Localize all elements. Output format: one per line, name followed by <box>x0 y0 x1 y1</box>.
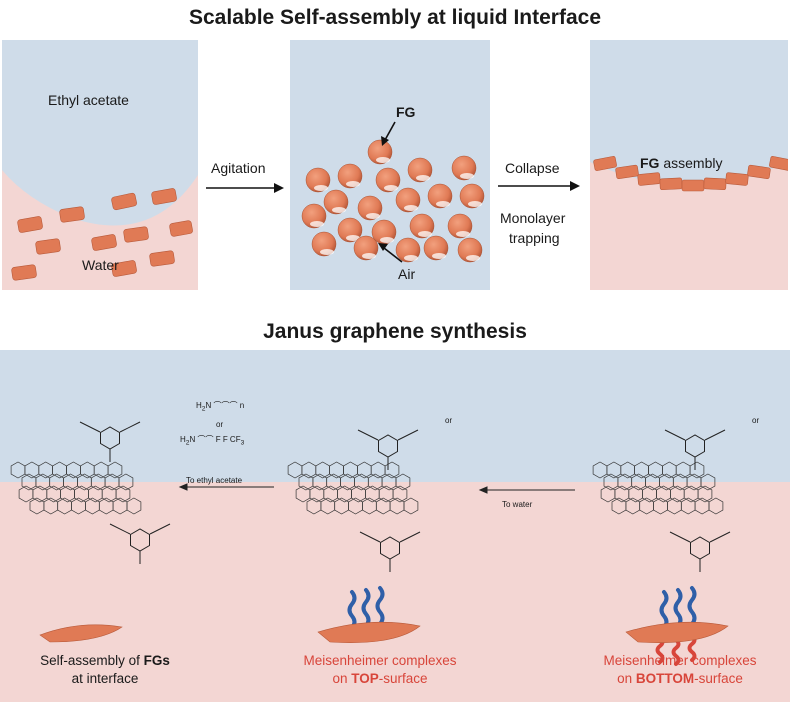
fg-droplet <box>323 189 349 215</box>
nitroaryl-ring <box>359 531 421 572</box>
fg-droplet <box>423 235 449 261</box>
caption3-bold: BOTTOM <box>635 671 695 686</box>
graphene-sheet <box>10 461 142 515</box>
caption3-prefix: on <box>617 671 636 686</box>
blue-chain <box>375 586 385 626</box>
label-assembly: assembly <box>659 155 723 171</box>
label-fg: FG <box>396 104 416 120</box>
or-label-3: or <box>752 416 760 425</box>
label-trapping: trapping <box>509 230 560 246</box>
panel-agitated-droplets: FG Air <box>290 40 490 290</box>
nitroaryl-rings <box>79 421 731 572</box>
caption2-line1: Meisenheimer complexes <box>303 653 457 668</box>
fg-flakes <box>11 188 193 281</box>
fg-droplet <box>395 187 421 213</box>
graphene-sheet <box>592 461 724 515</box>
label-ethyl-acetate: Ethyl acetate <box>48 92 129 108</box>
red-chain <box>671 638 681 666</box>
nitroaryl-ring <box>109 523 171 564</box>
fg-droplet <box>407 157 433 183</box>
fg-droplet <box>301 203 327 229</box>
fg-monolayer-flake <box>659 177 683 191</box>
or-label-2: or <box>445 416 453 425</box>
fg-monolayer-flake <box>703 177 727 191</box>
blue-chain <box>659 590 669 630</box>
blue-chain <box>673 588 683 628</box>
fg-droplet <box>451 155 477 181</box>
fg-droplet <box>337 217 363 243</box>
fg-droplet <box>371 219 397 245</box>
fg-monolayer-flake <box>747 164 771 179</box>
caption1-line2: at interface <box>71 671 139 686</box>
fg-droplet <box>395 237 421 263</box>
nitroaryl-ring <box>357 429 419 470</box>
or-label-1: or <box>216 420 224 429</box>
fg-droplet <box>427 183 453 209</box>
synthesis-panel: H2N ⌒⌒⌒ n or H2N ⌒⌒ F F CF3 To ethyl ace… <box>0 350 790 702</box>
fg-droplet <box>311 231 337 257</box>
fg-droplet <box>459 183 485 209</box>
top-section-title: Scalable Self-assembly at liquid Interfa… <box>189 6 601 29</box>
single-flake <box>39 624 123 643</box>
label-to-water: To water <box>502 500 533 509</box>
nitroaryl-ring <box>664 429 726 470</box>
caption1-bold: FGs <box>143 653 170 668</box>
panel3-graphic <box>590 40 788 192</box>
fg-monolayer-flake <box>681 179 705 192</box>
label-collapse: Collapse <box>505 160 560 176</box>
graphene-sheet <box>287 461 419 515</box>
label-water: Water <box>82 257 119 273</box>
bottom-section-title: Janus graphene synthesis <box>263 320 527 343</box>
reaction-arrows <box>178 483 575 494</box>
caption2-prefix: on <box>332 671 352 686</box>
blue-chain <box>347 590 357 630</box>
fg-droplet <box>305 167 331 193</box>
caption3-suffix: -surface <box>694 671 743 686</box>
nitroaryl-ring <box>79 421 141 462</box>
synthesis-graphic <box>0 350 790 666</box>
fg-monolayer-flake <box>725 172 749 186</box>
nitroaryl-ring <box>669 531 731 572</box>
fg-droplet <box>457 237 483 263</box>
caption-self-assembly: Self-assembly of FGs at interface <box>10 652 200 688</box>
fg-droplet <box>375 167 401 193</box>
fg-droplet <box>357 195 383 221</box>
fg-droplet <box>367 139 393 165</box>
panel1-graphic <box>2 40 198 281</box>
fg-droplets <box>301 139 485 263</box>
label-to-ethyl-acetate: To ethyl acetate <box>186 476 243 485</box>
fg-monolayer-flake <box>593 156 617 171</box>
amine-formula-1: H2N ⌒⌒⌒ n <box>196 401 245 413</box>
fg-monolayer <box>593 156 788 192</box>
caption1-prefix: Self-assembly of <box>40 653 144 668</box>
graphene-sheets <box>10 461 724 515</box>
panel-fg-assembly: FG assembly <box>590 40 788 290</box>
caption3-line1: Meisenheimer complexes <box>603 653 757 668</box>
fg-droplet <box>409 213 435 239</box>
fg-droplet <box>353 235 379 261</box>
fg-droplet <box>337 163 363 189</box>
fg-droplet <box>447 213 473 239</box>
label-fg-assembly: FG assembly <box>640 155 722 171</box>
fg-monolayer-flake <box>615 164 639 179</box>
droplet-cluster <box>301 121 485 263</box>
label-agitation: Agitation <box>211 160 266 176</box>
top-flake <box>317 621 421 643</box>
label-monolayer: Monolayer <box>500 210 566 226</box>
blue-chain <box>361 588 371 628</box>
label-fg-bold: FG <box>640 155 660 171</box>
bottom-flake <box>625 621 729 643</box>
caption-top-surface: Meisenheimer complexes on TOP-surface <box>270 652 490 688</box>
amine-formula-2: H2N ⌒⌒ F F CF3 <box>180 435 245 447</box>
caption2-suffix: -surface <box>378 671 428 686</box>
alkyl-chains <box>347 586 697 666</box>
label-air: Air <box>398 266 416 282</box>
panel-before-agitation: Ethyl acetate Water <box>2 40 198 290</box>
caption2-bold: TOP <box>351 671 379 686</box>
caption-bottom-surface: Meisenheimer complexes on BOTTOM-surface <box>572 652 788 688</box>
blue-chain <box>687 586 697 626</box>
fg-monolayer-flake <box>769 156 788 171</box>
fg-monolayer-flake <box>637 172 661 186</box>
